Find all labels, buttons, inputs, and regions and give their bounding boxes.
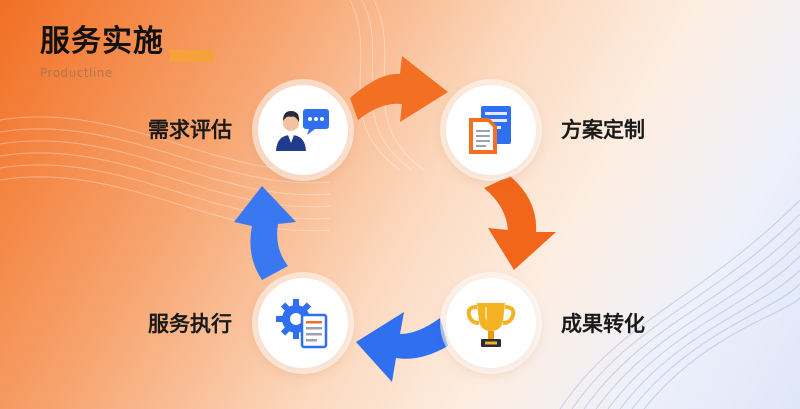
arrow-right [484, 176, 556, 270]
step-label-result-conversion: 成果转化 [561, 312, 645, 336]
step-circle-service-execution [258, 278, 348, 368]
person-chat-icon [276, 109, 329, 151]
title-underline [170, 50, 214, 62]
title-block: 服务实施 Productline [40, 22, 214, 80]
documents-icon [469, 106, 511, 154]
step-circle-solution-design [446, 85, 536, 175]
page-subtitle: Productline [40, 66, 113, 80]
cycle-arrows [234, 56, 556, 382]
arrow-bottom [356, 312, 448, 382]
arrow-left [234, 186, 296, 280]
arrow-top [350, 56, 448, 122]
page-title: 服务实施 [40, 24, 164, 59]
step-circle-result-conversion [446, 278, 536, 368]
gear-document-icon [276, 299, 328, 349]
step-label-needs-assessment: 需求评估 [148, 118, 232, 142]
step-label-service-execution: 服务执行 [148, 312, 232, 336]
trophy-icon [466, 303, 516, 347]
step-label-solution-design: 方案定制 [561, 118, 645, 142]
step-circle-needs-assessment [258, 85, 348, 175]
